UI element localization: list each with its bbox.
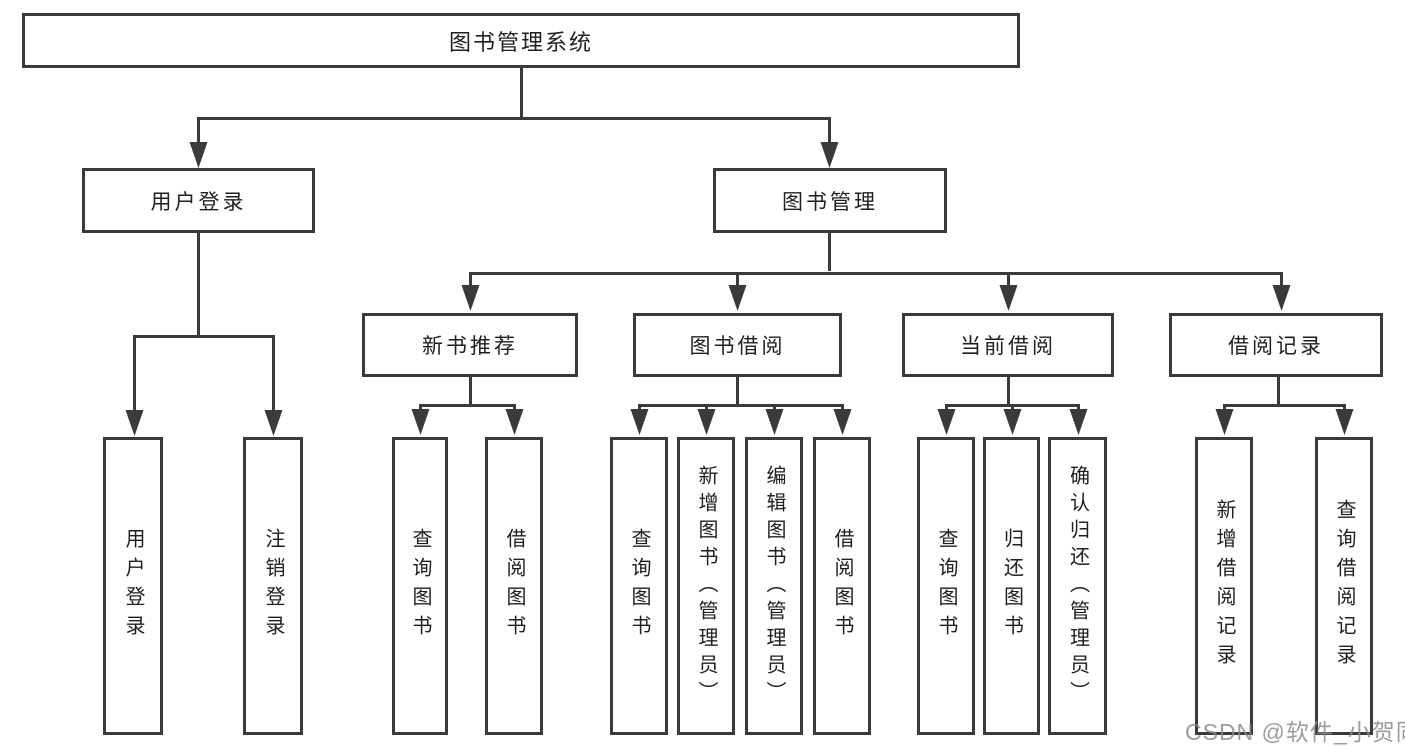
node-current-borrow: 当前借阅 — [902, 313, 1114, 377]
node-label: 确认归还（管理员） — [1066, 464, 1089, 708]
node-label: 新增图书（管理员） — [695, 464, 717, 708]
leaf-current-query-books: 查询图书 — [917, 437, 975, 735]
leaf-records-add-borrow-record: 新增借阅记录 — [1195, 437, 1253, 735]
node-label: 当前借阅 — [960, 335, 1056, 358]
leaf-logout-login: 注销登录 — [243, 437, 303, 735]
node-label: 图书管理 — [782, 190, 878, 214]
node-library-system-root: 图书管理系统 — [22, 13, 1020, 68]
node-label: 注销登录 — [262, 528, 284, 644]
node-book-borrow: 图书借阅 — [633, 313, 842, 377]
node-label: 查询图书 — [628, 528, 650, 644]
node-label: 图书借阅 — [689, 335, 786, 358]
leaf-borrow-add-books-admin: 新增图书（管理员） — [677, 437, 735, 735]
node-label: 借阅图书 — [503, 528, 525, 644]
csdn-watermark: CSDN @软件_小贺同学 — [1185, 719, 1405, 745]
leaf-borrow-query-books: 查询图书 — [610, 437, 668, 735]
node-label: 查询图书 — [935, 528, 957, 644]
node-label: 新书推荐 — [422, 335, 518, 358]
arrowheads — [125, 142, 1354, 436]
node-borrow-records: 借阅记录 — [1169, 313, 1383, 377]
node-label: 新增借阅记录 — [1213, 499, 1235, 673]
node-label: 借阅图书 — [831, 528, 853, 644]
leaf-current-return-books: 归还图书 — [983, 437, 1040, 735]
node-label: 用户登录 — [150, 190, 247, 214]
leaf-borrow-edit-books-admin: 编辑图书（管理员） — [745, 437, 803, 735]
node-user-login-branch: 用户登录 — [82, 168, 315, 233]
node-new-book-recommend: 新书推荐 — [362, 313, 578, 377]
leaf-user-login: 用户登录 — [103, 437, 163, 735]
node-label: 查询图书 — [409, 528, 431, 644]
leaf-newbooks-query-books: 查询图书 — [392, 437, 448, 735]
node-book-management-branch: 图书管理 — [713, 168, 947, 233]
leaf-newbooks-borrow-books: 借阅图书 — [485, 437, 543, 735]
leaf-borrow-borrow-books: 借阅图书 — [813, 437, 871, 735]
node-label: 编辑图书（管理员） — [763, 464, 785, 708]
node-label: 用户登录 — [122, 528, 144, 644]
node-label: 归还图书 — [1000, 528, 1023, 644]
leaf-records-query-borrow-record: 查询借阅记录 — [1315, 437, 1373, 735]
node-label: 查询借阅记录 — [1333, 499, 1355, 673]
leaf-current-confirm-return-admin: 确认归还（管理员） — [1048, 437, 1107, 735]
node-label: 图书管理系统 — [448, 29, 593, 55]
node-label: 借阅记录 — [1228, 335, 1324, 358]
